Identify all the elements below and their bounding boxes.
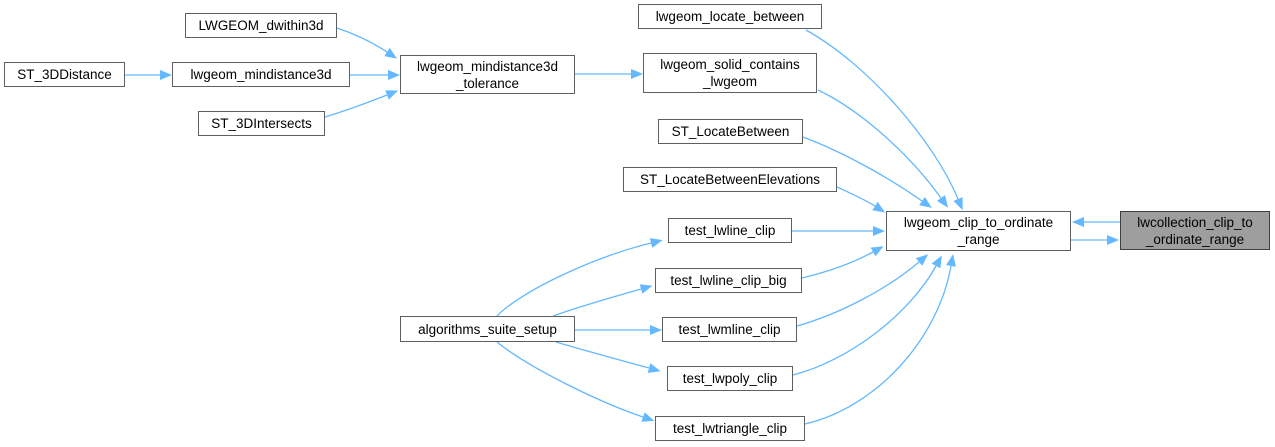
edge-algorithms_suite_setup-to-test_lwline_clip bbox=[496, 238, 663, 317]
node-label-line: test_lwline_clip_big bbox=[670, 273, 787, 288]
node-lwgeom_mindistance3d[interactable]: lwgeom_mindistance3d bbox=[172, 62, 350, 87]
edge-lwgeom_locate_between-to-lwgeom_clip_to_ordinate_range bbox=[805, 29, 963, 211]
node-st_3dintersects[interactable]: ST_3DIntersects bbox=[198, 111, 325, 136]
node-lwgeom_solid_contains_lwgeom[interactable]: lwgeom_solid_contains _lwgeom bbox=[643, 53, 817, 93]
edge-test_lwmline_clip-to-lwgeom_clip_to_ordinate_range bbox=[796, 254, 929, 327]
node-st_3ddistance[interactable]: ST_3DDistance bbox=[4, 62, 125, 87]
node-label-line: lwgeom_mindistance3d bbox=[416, 58, 559, 74]
node-test_lwline_clip[interactable]: test_lwline_clip bbox=[668, 218, 792, 243]
edge-st_locatebetween-to-lwgeom_clip_to_ordinate_range bbox=[802, 136, 932, 208]
node-algorithms_suite_setup[interactable]: algorithms_suite_setup bbox=[400, 316, 575, 342]
node-label-line: LWGEOM_dwithin3d bbox=[198, 18, 324, 33]
edge-st_3dintersects-to-lwgeom_mindistance3d_tolerance bbox=[324, 90, 399, 118]
edge-test_lwpoly_clip-to-lwgeom_clip_to_ordinate_range bbox=[792, 255, 942, 376]
node-label-line: lwcollection_clip_to bbox=[1137, 214, 1253, 230]
edge-test_lwline_clip_big-to-lwgeom_clip_to_ordinate_range bbox=[801, 246, 884, 279]
node-label-line: algorithms_suite_setup bbox=[418, 321, 557, 337]
node-label-line: ST_3DDistance bbox=[17, 67, 112, 82]
node-label-line: _lwgeom bbox=[702, 74, 758, 89]
node-test_lwpoly_clip[interactable]: test_lwpoly_clip bbox=[667, 366, 793, 391]
edge-test_lwtriangle_clip-to-lwgeom_clip_to_ordinate_range bbox=[804, 254, 956, 425]
node-test_lwmline_clip[interactable]: test_lwmline_clip bbox=[662, 317, 797, 342]
node-label-line: test_lwline_clip bbox=[684, 223, 776, 238]
edge-algorithms_suite_setup-to-test_lwpoly_clip bbox=[555, 341, 661, 373]
edges-group bbox=[124, 27, 1120, 425]
node-label-line: lwgeom_locate_between bbox=[655, 9, 805, 24]
node-lwcollection_clip_to_ordinate_range: lwcollection_clip_to_ordinate_range bbox=[1120, 211, 1270, 250]
node-label-line: test_lwtriangle_clip bbox=[672, 421, 788, 436]
node-test_lwline_clip_big[interactable]: test_lwline_clip_big bbox=[655, 268, 802, 293]
edge-algorithms_suite_setup-to-test_lwtriangle_clip bbox=[496, 341, 655, 422]
node-lwgeom_clip_to_ordinate_range[interactable]: lwgeom_clip_to_ordinate _range bbox=[886, 211, 1071, 251]
node-st_locatebetween[interactable]: ST_LocateBetween bbox=[658, 119, 803, 144]
edge-lwgeom_dwithin3d-to-lwgeom_mindistance3d_tolerance bbox=[336, 27, 397, 59]
node-label-line: lwgeom_mindistance3d bbox=[190, 67, 332, 82]
edge-st_locatebetweenelevations-to-lwgeom_clip_to_ordinate_range bbox=[836, 186, 886, 213]
node-lwgeom_mindistance3d_tolerance[interactable]: lwgeom_mindistance3d_tolerance bbox=[400, 55, 575, 94]
node-label-line: ST_3DIntersects bbox=[211, 116, 312, 131]
edge-algorithms_suite_setup-to-test_lwline_clip_big bbox=[552, 284, 653, 317]
node-label-line: test_lwmline_clip bbox=[678, 322, 781, 337]
node-lwgeom_locate_between[interactable]: lwgeom_locate_between bbox=[638, 4, 822, 29]
node-label-line: lwgeom_solid_contains bbox=[660, 57, 800, 72]
node-label-line: ST_LocateBetweenElevations bbox=[639, 172, 821, 187]
node-label-line: test_lwpoly_clip bbox=[682, 371, 778, 386]
node-lwgeom_dwithin3d[interactable]: LWGEOM_dwithin3d bbox=[185, 13, 337, 38]
node-st_locatebetweenelevations[interactable]: ST_LocateBetweenElevations bbox=[623, 167, 837, 192]
node-test_lwtriangle_clip[interactable]: test_lwtriangle_clip bbox=[655, 416, 805, 441]
node-label-line: _ordinate_range bbox=[1145, 231, 1245, 247]
node-label-line: lwgeom_clip_to_ordinate bbox=[903, 215, 1054, 230]
node-label-line: _tolerance bbox=[455, 75, 520, 91]
node-label-line: _range bbox=[957, 232, 1000, 247]
node-label-line: ST_LocateBetween bbox=[671, 124, 790, 139]
edge-lwgeom_solid_contains_lwgeom-to-lwgeom_clip_to_ordinate_range bbox=[817, 89, 948, 208]
